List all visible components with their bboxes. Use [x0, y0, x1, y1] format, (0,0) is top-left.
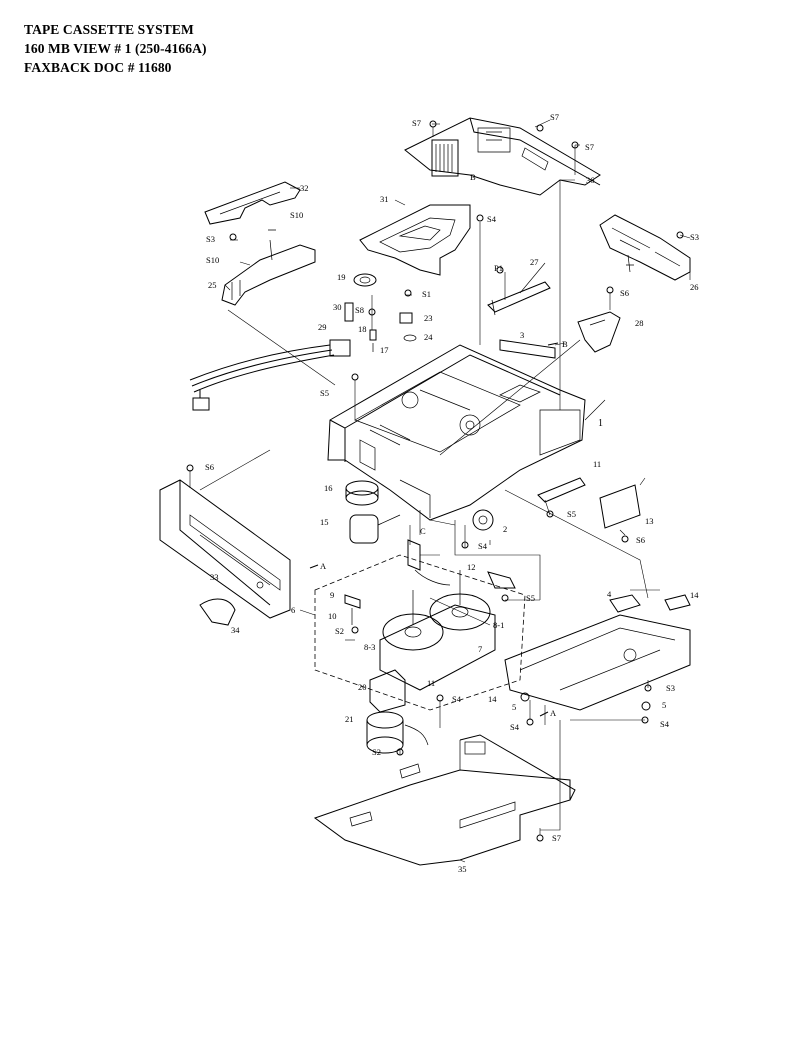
callout-S3c: S3 — [666, 683, 675, 693]
header-title: TAPE CASSETTE SYSTEM — [24, 22, 194, 37]
callout-10: 10 — [328, 611, 337, 621]
right-mechanism — [504, 484, 691, 711]
callout-S3b: S3 — [690, 232, 699, 242]
callout-S6c: S6 — [636, 535, 645, 545]
main-chassis — [327, 344, 586, 521]
callout-5b: 5 — [662, 700, 666, 710]
callout-S6b: S6 — [205, 462, 214, 472]
top-plate-31 — [359, 204, 471, 276]
callout-26: 26 — [690, 282, 699, 292]
callout-21: 21 — [345, 714, 354, 724]
callout-S6a: S6 — [620, 288, 629, 298]
callout-25: 25 — [208, 280, 217, 290]
callout-S8: S8 — [355, 305, 364, 315]
document-header: TAPE CASSETTE SYSTEM 160 MB VIEW # 1 (25… — [24, 20, 207, 77]
callout-S2b: S2 — [372, 747, 381, 757]
callout-2: 2 — [503, 524, 507, 534]
callout-24: 24 — [424, 332, 433, 342]
header-faxback: FAXBACK DOC # 11680 — [24, 60, 172, 75]
callout-S7c: S7 — [585, 142, 594, 152]
reel-assembly — [379, 539, 516, 691]
callout-33: 33 — [210, 572, 219, 582]
front-bezel-33 — [159, 479, 291, 626]
callout-S7a: S7 — [412, 118, 421, 128]
callout-C: C — [420, 526, 426, 536]
callout-S7b: S7 — [550, 112, 559, 122]
callout-B: B — [470, 172, 476, 182]
callout-29: 29 — [318, 322, 327, 332]
cable-harness-29 — [189, 339, 351, 411]
callout-34: 34 — [231, 625, 240, 635]
direction-arrows — [309, 342, 559, 717]
bracket-27 — [487, 281, 551, 316]
callout-S3a: S3 — [206, 234, 215, 244]
callout-18: 18 — [358, 324, 367, 334]
callout-S4a: S4 — [487, 214, 497, 224]
leader-lines — [189, 119, 691, 863]
callout-19: 19 — [337, 272, 346, 282]
callout-16: 16 — [324, 483, 333, 493]
callout-28: 28 — [635, 318, 644, 328]
callout-14a: 14 — [690, 590, 699, 600]
callout-27: 27 — [530, 257, 539, 267]
callout-A: A — [320, 561, 327, 571]
callout-S10b: S10 — [206, 255, 219, 265]
callout-Ab: A — [550, 708, 557, 718]
callout-13: 13 — [645, 516, 654, 526]
bracket-11 — [537, 477, 586, 503]
callout-20: 20 — [358, 682, 367, 692]
callout-labels: S7 S7 S7 B 36 32 31 S4 S10 S3 S10 25 S3 … — [205, 112, 699, 874]
callout-S4c: S4 — [452, 694, 462, 704]
sub-assembly-6-outline — [314, 554, 526, 711]
motor-assemblies — [345, 480, 494, 544]
small-parts-upper — [344, 273, 417, 352]
callout-8-1: 8-1 — [493, 620, 504, 630]
callout-1: 1 — [598, 418, 603, 429]
callout-31: 31 — [380, 194, 389, 204]
bracket-3 — [499, 339, 556, 359]
callout-S7d: S7 — [552, 833, 561, 843]
callout-7: 7 — [478, 644, 482, 654]
callout-4: 4 — [607, 589, 612, 599]
callout-12: 12 — [467, 562, 476, 572]
callout-32: 32 — [300, 183, 309, 193]
callout-P1: P1 — [494, 263, 503, 273]
callout-S5c: S5 — [526, 593, 535, 603]
callout-5a: 5 — [512, 702, 516, 712]
callout-S5a: S5 — [320, 388, 329, 398]
callout-8-3: 8-3 — [364, 642, 375, 652]
bracket-25 — [221, 229, 316, 306]
top-circuit-board — [404, 117, 601, 196]
callout-11b: 11 — [427, 678, 435, 688]
part-28 — [577, 311, 621, 353]
callout-S4b: S4 — [478, 541, 488, 551]
callout-15: 15 — [320, 517, 329, 527]
callout-3: 3 — [520, 330, 524, 340]
bottom-circuit-board — [313, 734, 576, 866]
callout-S10a: S10 — [290, 210, 303, 220]
callout-30: 30 — [333, 302, 342, 312]
callout-S5b: S5 — [567, 509, 576, 519]
callout-17: 17 — [380, 345, 389, 355]
callout-14b: 14 — [488, 694, 497, 704]
callout-6: 6 — [291, 605, 295, 615]
callout-35: 35 — [458, 864, 467, 874]
screw-symbols — [186, 120, 684, 842]
callout-S1: S1 — [422, 289, 431, 299]
parts-9-10 — [344, 594, 361, 625]
callout-11: 11 — [593, 459, 601, 469]
callout-Bb: B — [562, 339, 568, 349]
callout-S2a: S2 — [335, 626, 344, 636]
callout-36: 36 — [586, 175, 595, 185]
header-view: 160 MB VIEW # 1 (250-4166A) — [24, 41, 207, 56]
callout-9: 9 — [330, 590, 334, 600]
bracket-26 — [599, 214, 691, 281]
callout-23: 23 — [424, 313, 433, 323]
callout-S4d: S4 — [510, 722, 520, 732]
motor-20-21 — [366, 669, 429, 754]
callout-S4e: S4 — [660, 719, 670, 729]
bracket-32 — [204, 181, 301, 225]
